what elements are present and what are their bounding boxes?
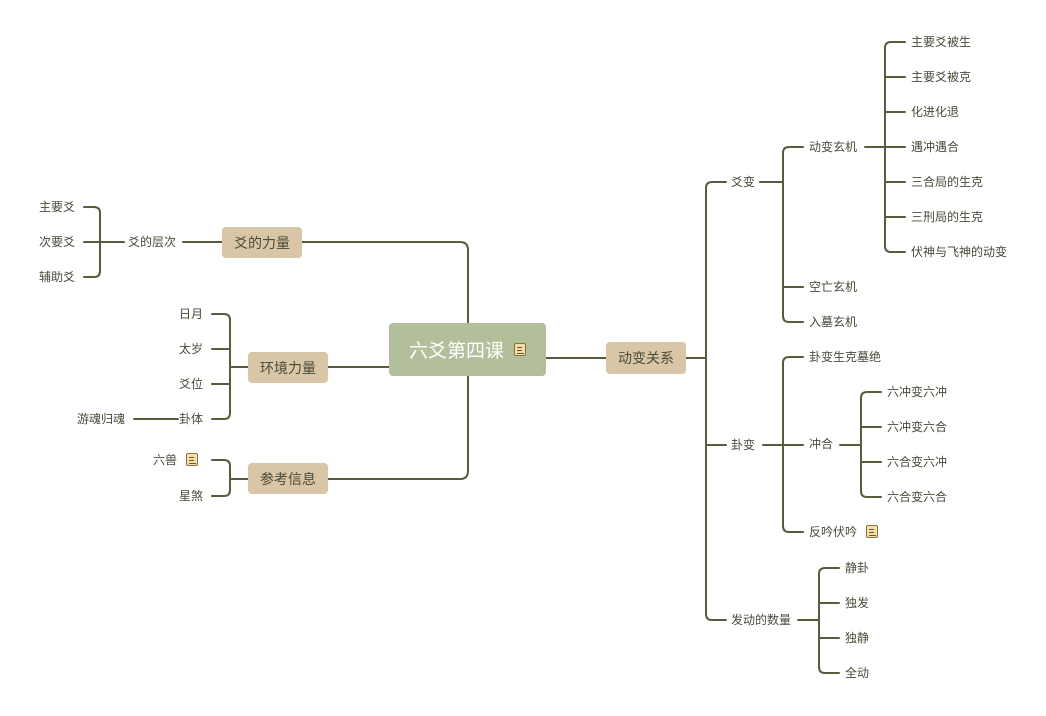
topic-label: 环境力量	[260, 360, 316, 377]
connector	[211, 459, 231, 467]
connector	[782, 525, 804, 533]
leaf-guabian-shengke[interactable]: 卦变生克墓绝	[809, 350, 882, 364]
note-icon[interactable]	[514, 343, 526, 356]
leaf-dufa[interactable]: 独发	[845, 596, 870, 610]
leaf-taisui[interactable]: 太岁	[179, 342, 204, 356]
leaf-xingsha[interactable]: 星煞	[179, 489, 204, 503]
leaf-youhun-guihun[interactable]: 游魂归魂	[77, 412, 126, 426]
connector	[860, 391, 882, 399]
root-title: 六爻第四课	[408, 340, 504, 362]
leaf-chonghe-3[interactable]: 六合变六合	[887, 490, 948, 504]
leaf-rumu[interactable]: 入墓玄机	[809, 315, 858, 329]
leaf-chonghe-2[interactable]: 六合变六冲	[887, 455, 948, 469]
note-icon[interactable]	[186, 453, 198, 466]
leaf-dongbian-6[interactable]: 伏神与飞神的动变	[911, 245, 1008, 259]
connector	[818, 567, 840, 575]
connector	[818, 666, 840, 674]
connector	[211, 412, 231, 420]
connector	[83, 270, 101, 278]
connector	[211, 313, 231, 321]
note-icon[interactable]	[866, 525, 878, 538]
topic-reference[interactable]: 参考信息	[248, 463, 328, 494]
leaf-liushou[interactable]: 六兽	[153, 453, 178, 467]
connector	[211, 489, 231, 497]
subtopic-yaobian[interactable]: 爻变	[731, 175, 756, 189]
leaf-chonghe-0[interactable]: 六冲变六冲	[887, 385, 948, 399]
leaf-fanyin-fuyin[interactable]: 反吟伏吟	[809, 525, 858, 539]
topic-label: 参考信息	[260, 471, 316, 488]
topic-label: 动变关系	[618, 351, 674, 367]
leaf-secondary-yao[interactable]: 次要爻	[39, 235, 76, 249]
leaf-dongbian-5[interactable]: 三刑局的生克	[911, 210, 984, 224]
leaf-yaowei[interactable]: 爻位	[179, 377, 204, 391]
connector	[705, 181, 727, 189]
leaf-kongwang[interactable]: 空亡玄机	[809, 280, 858, 294]
topic-env-power[interactable]: 环境力量	[248, 352, 328, 383]
connector	[884, 245, 906, 253]
leaf-dongbian-1[interactable]: 主要爻被克	[911, 70, 972, 84]
subtopic-count[interactable]: 发动的数量	[731, 613, 792, 627]
connector	[860, 490, 882, 498]
leaf-jinggua[interactable]: 静卦	[845, 561, 870, 575]
subtopic-yao-level[interactable]: 爻的层次	[128, 235, 177, 249]
topic-yao-power[interactable]: 爻的力量	[222, 227, 302, 258]
leaf-dujing[interactable]: 独静	[845, 631, 870, 645]
topic-label: 爻的力量	[234, 235, 290, 252]
subtopic-guabian[interactable]: 卦变	[731, 438, 756, 452]
root-topic[interactable]: 六爻第四课	[389, 323, 546, 376]
connector	[782, 315, 804, 323]
leaf-riyue[interactable]: 日月	[179, 307, 204, 321]
leaf-guati[interactable]: 卦体	[179, 412, 204, 426]
subtopic-chonghe[interactable]: 冲合	[809, 437, 834, 451]
connector	[83, 206, 101, 214]
connector	[782, 356, 804, 364]
connector	[705, 613, 727, 621]
subtopic-dongbian-xuanji[interactable]: 动变玄机	[809, 140, 858, 154]
connector	[327, 375, 469, 480]
connector	[884, 41, 906, 49]
connector	[782, 146, 804, 154]
topic-dongbian[interactable]: 动变关系	[606, 342, 686, 374]
leaf-chonghe-1[interactable]: 六冲变六合	[887, 420, 948, 434]
leaf-dongbian-3[interactable]: 遇冲遇合	[911, 140, 960, 154]
connector	[301, 241, 469, 324]
leaf-quandong[interactable]: 全动	[845, 666, 870, 680]
leaf-dongbian-2[interactable]: 化进化退	[911, 105, 960, 119]
leaf-main-yao[interactable]: 主要爻	[39, 200, 76, 214]
leaf-auxiliary-yao[interactable]: 辅助爻	[39, 270, 76, 284]
leaf-dongbian-4[interactable]: 三合局的生克	[911, 175, 984, 189]
leaf-dongbian-0[interactable]: 主要爻被生	[911, 35, 972, 49]
